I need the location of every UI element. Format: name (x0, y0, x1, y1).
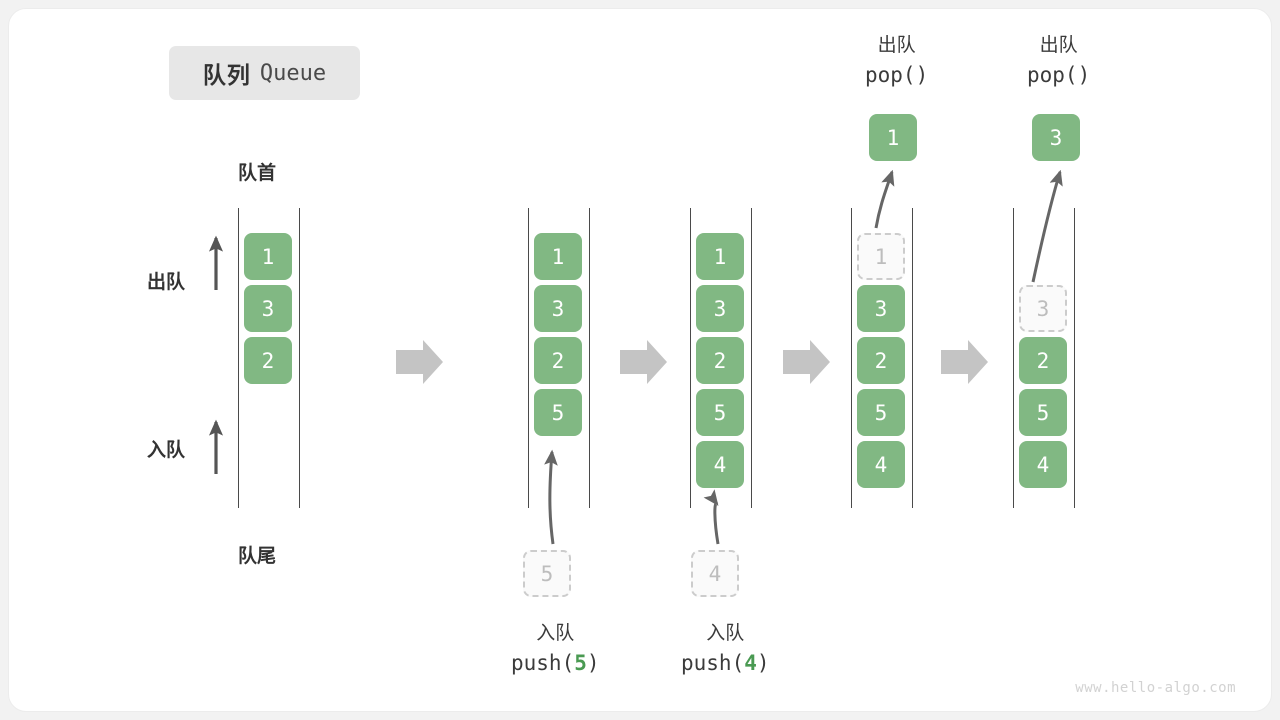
label-enqueue-direction: 入队 (147, 440, 186, 461)
ghost-cell-stage-2: 4 (691, 550, 739, 597)
ghost-cell-stage-3: 1 (857, 233, 905, 280)
op-push-cn-stage-1: 入队 (536, 623, 575, 644)
rail-left-stage-1 (528, 208, 529, 508)
cell-stage-0-0: 1 (244, 233, 292, 280)
op-pop-code-stage-4: pop() (1027, 62, 1091, 87)
op-label-push-stage-1: 入队 push(5) (511, 620, 600, 678)
rail-left-stage-2 (690, 208, 691, 508)
title-english: Queue (259, 60, 327, 86)
op-push-code-stage-1: push(5) (511, 648, 600, 678)
cell-stage-0-2: 2 (244, 337, 292, 384)
op-push-suffix-stage-1: ) (586, 650, 600, 675)
popped-cell-stage-4: 3 (1032, 114, 1080, 161)
cell-stage-0-1: 3 (244, 285, 292, 332)
cell-stage-3-2: 5 (857, 389, 905, 436)
cell-stage-4-0: 2 (1019, 337, 1067, 384)
cell-stage-4-1: 5 (1019, 389, 1067, 436)
op-label-push-stage-2: 入队 push(4) (681, 620, 770, 678)
title-chinese: 队列 (202, 62, 251, 88)
op-push-code-stage-2: push(4) (681, 648, 770, 678)
op-pop-cn-stage-4: 出队 (1039, 35, 1078, 56)
cell-stage-1-3: 5 (534, 389, 582, 436)
op-push-arg-stage-2: 4 (744, 650, 757, 675)
cell-stage-2-1: 3 (696, 285, 744, 332)
ghost-cell-stage-4: 3 (1019, 285, 1067, 332)
cell-stage-1-2: 2 (534, 337, 582, 384)
cell-stage-3-1: 2 (857, 337, 905, 384)
rail-left-stage-3 (851, 208, 852, 508)
op-pop-code-stage-3: pop() (865, 62, 929, 87)
watermark: www.hello-algo.com (1075, 680, 1236, 696)
label-dequeue-direction: 出队 (147, 272, 186, 293)
title-badge: 队列 Queue (169, 46, 360, 100)
label-queue-head: 队首 (238, 163, 277, 184)
cell-stage-2-3: 5 (696, 389, 744, 436)
cell-stage-3-0: 3 (857, 285, 905, 332)
rail-right-stage-1 (589, 208, 590, 508)
ghost-cell-stage-1: 5 (523, 550, 571, 597)
popped-cell-stage-3: 1 (869, 114, 917, 161)
cell-stage-1-1: 3 (534, 285, 582, 332)
rail-right-stage-0 (299, 208, 300, 508)
op-push-prefix-stage-2: push( (681, 650, 745, 675)
cell-stage-2-4: 4 (696, 441, 744, 488)
op-push-cn-stage-2: 入队 (706, 623, 745, 644)
op-push-prefix-stage-1: push( (511, 650, 575, 675)
op-label-pop-stage-4: 出队 pop() (1027, 32, 1090, 90)
cell-stage-2-0: 1 (696, 233, 744, 280)
op-push-suffix-stage-2: ) (756, 650, 770, 675)
cell-stage-2-2: 2 (696, 337, 744, 384)
label-queue-tail: 队尾 (238, 546, 277, 567)
op-pop-cn-stage-3: 出队 (877, 35, 916, 56)
rail-right-stage-3 (912, 208, 913, 508)
rail-left-stage-4 (1013, 208, 1014, 508)
cell-stage-4-2: 4 (1019, 441, 1067, 488)
diagram-board (8, 8, 1272, 712)
op-label-pop-stage-3: 出队 pop() (865, 32, 928, 90)
rail-right-stage-4 (1074, 208, 1075, 508)
cell-stage-3-3: 4 (857, 441, 905, 488)
op-push-arg-stage-1: 5 (574, 650, 587, 675)
rail-left-stage-0 (238, 208, 239, 508)
rail-right-stage-2 (751, 208, 752, 508)
cell-stage-1-0: 1 (534, 233, 582, 280)
